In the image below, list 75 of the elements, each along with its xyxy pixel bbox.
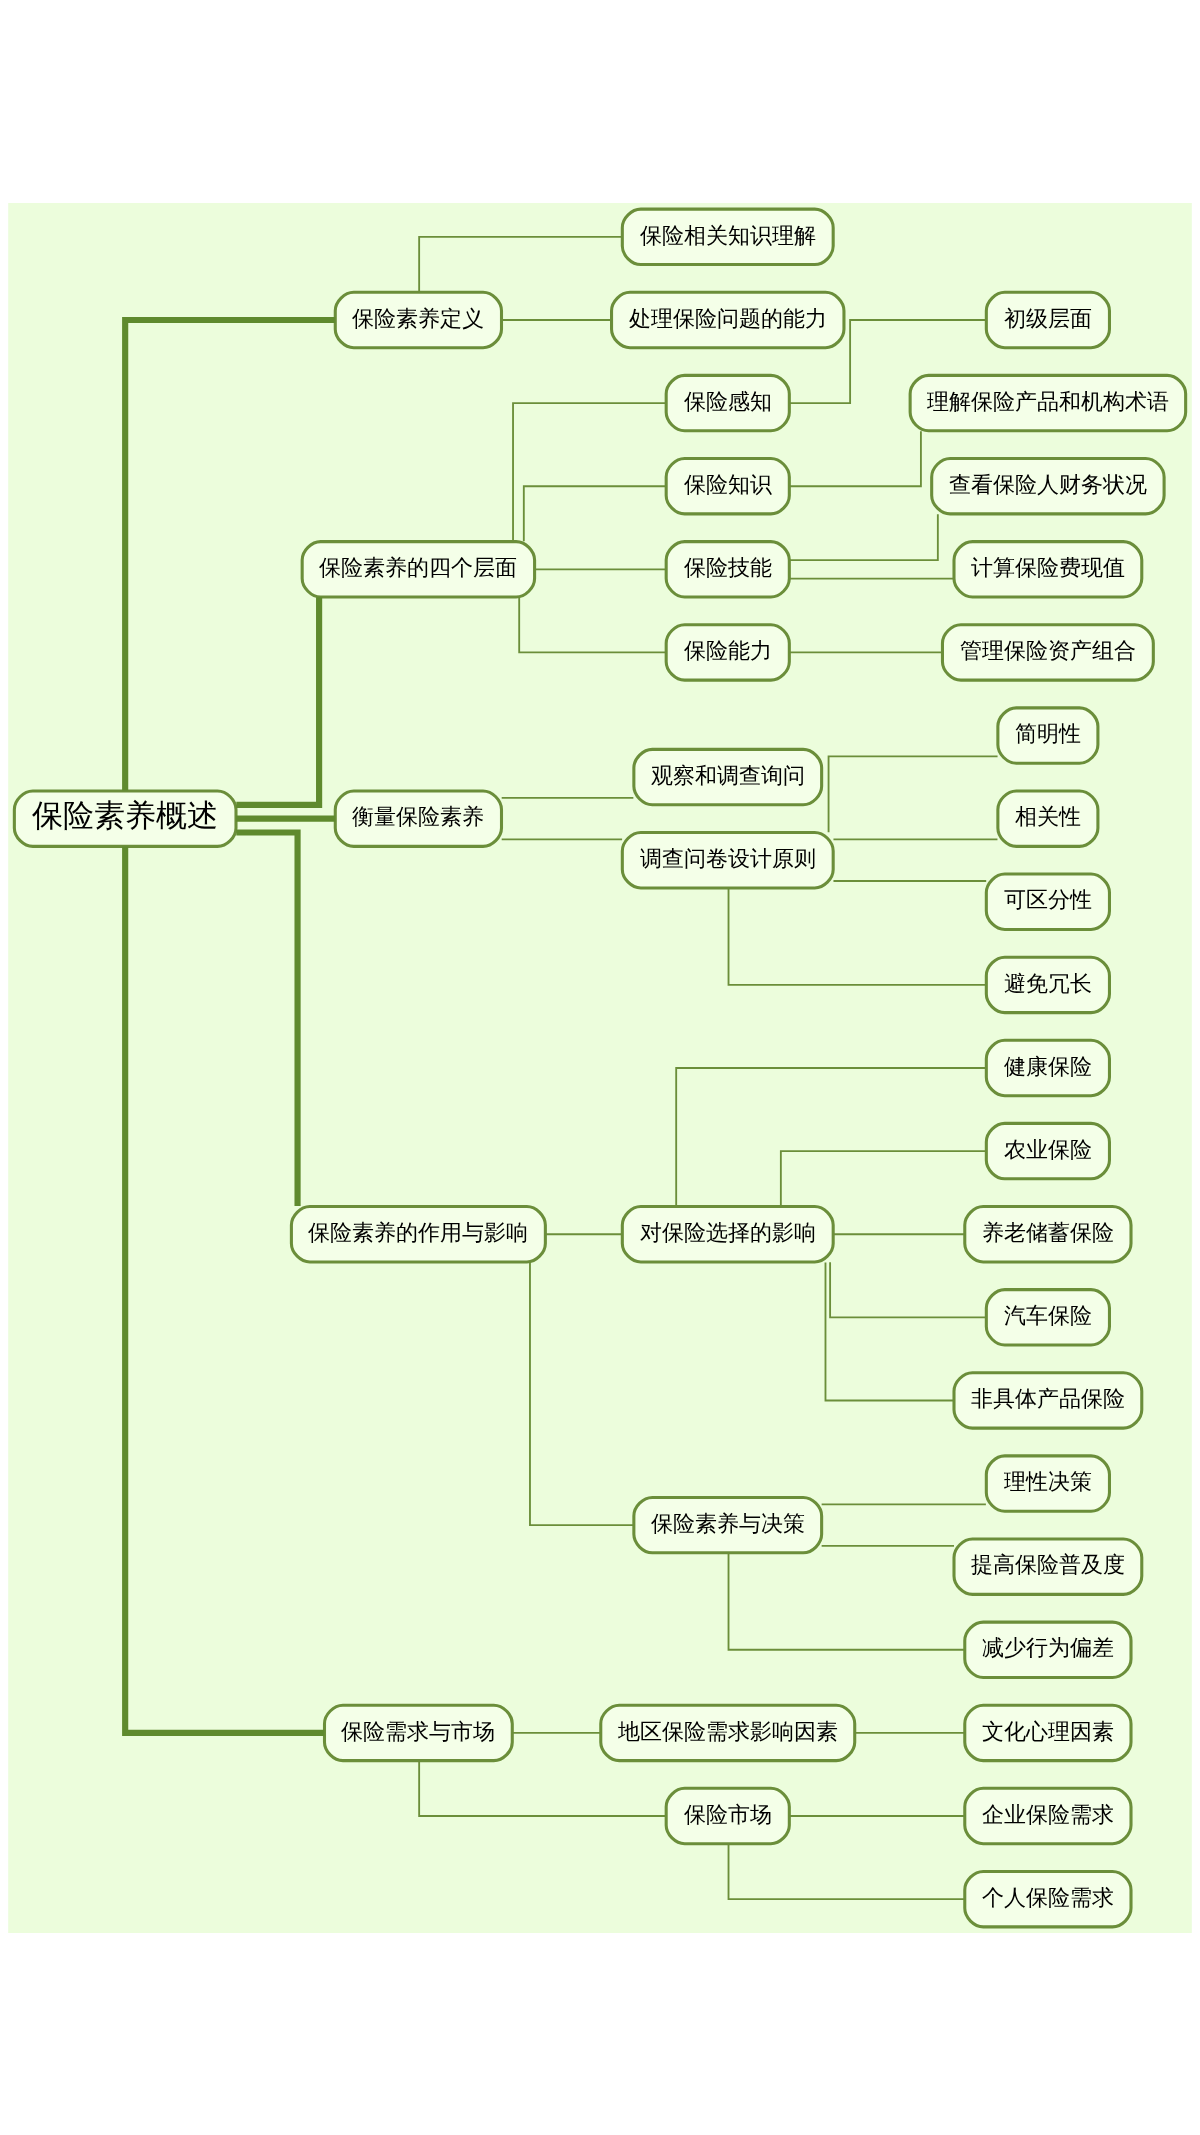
node-box: 理性决策 — [984, 1453, 1111, 1513]
node-box: 健康保险 — [984, 1038, 1111, 1097]
connector — [788, 577, 955, 579]
connector — [820, 1502, 987, 1505]
node-box: 保险能力 — [664, 622, 791, 682]
connector — [529, 1260, 635, 1526]
connector — [788, 429, 922, 487]
node-box: 保险相关知识理解 — [620, 207, 835, 266]
node-box: 文化心理因素 — [963, 1703, 1133, 1762]
connector — [512, 401, 667, 542]
connector — [820, 1544, 955, 1547]
node-box: 保险知识 — [664, 456, 791, 515]
node-box: 减少行为偏差 — [963, 1620, 1133, 1679]
connector — [788, 651, 944, 653]
connector — [788, 1814, 966, 1817]
node-box: 衡量保险素养 — [333, 788, 504, 848]
connector — [788, 512, 939, 561]
connector — [122, 846, 325, 1736]
connector — [788, 318, 987, 404]
node-box: 企业保险需求 — [963, 1786, 1133, 1845]
node-box: 调查问卷设计原则 — [620, 830, 835, 889]
node-box: 保险素养的作用与影响 — [289, 1204, 547, 1263]
connector — [236, 828, 301, 1206]
connector — [500, 796, 635, 799]
connector — [522, 484, 667, 542]
connector — [727, 1552, 966, 1651]
connector — [827, 754, 999, 833]
connector — [544, 1232, 624, 1235]
node-box: 对保险选择的影响 — [620, 1204, 835, 1263]
node-box: 管理保险资产组合 — [940, 622, 1155, 682]
node-box: 个人保险需求 — [963, 1869, 1133, 1928]
connector — [727, 887, 988, 986]
connector — [500, 838, 624, 840]
node-box: 保险技能 — [664, 539, 791, 599]
connector — [500, 318, 613, 321]
connector — [829, 1260, 987, 1318]
node-box: 保险素养定义 — [333, 290, 504, 349]
node-box: 计算保险费现值 — [952, 539, 1144, 599]
connector — [236, 815, 336, 822]
connector — [418, 235, 623, 293]
node-box: 相关性 — [996, 788, 1100, 848]
node-box: 观察和调查询问 — [632, 747, 824, 806]
connector — [675, 1066, 987, 1207]
connector — [824, 1261, 955, 1401]
node-box: 汽车保险 — [984, 1287, 1111, 1347]
node-box: 保险感知 — [664, 373, 791, 432]
node-box: 非具体产品保险 — [952, 1370, 1144, 1430]
connector — [122, 316, 336, 790]
node-box: 保险需求与市场 — [322, 1703, 514, 1762]
connector — [236, 596, 323, 808]
node-box: 理解保险产品和机构术语 — [908, 373, 1188, 432]
node-box: 地区保险需求影响因素 — [599, 1703, 857, 1762]
connector — [533, 567, 667, 570]
connector — [779, 1149, 987, 1207]
connector — [832, 838, 999, 840]
node-box: 保险素养的四个层面 — [300, 539, 537, 599]
connector — [832, 1232, 966, 1235]
node-box: 处理保险问题的能力 — [610, 290, 846, 349]
connector — [418, 1759, 667, 1817]
node-box: 初级层面 — [984, 290, 1111, 349]
connector — [518, 596, 667, 653]
node-box: 避免冗长 — [984, 955, 1111, 1014]
connector — [832, 879, 988, 882]
node-box: 保险素养概述 — [12, 788, 238, 848]
node-box: 保险市场 — [664, 1786, 791, 1845]
connector — [511, 1731, 602, 1734]
node-box: 简明性 — [996, 705, 1100, 765]
node-box: 提高保险普及度 — [952, 1536, 1144, 1596]
node-box: 保险素养与决策 — [632, 1495, 824, 1554]
connector — [853, 1731, 966, 1734]
node-box: 农业保险 — [984, 1121, 1111, 1180]
node-box: 养老储蓄保险 — [963, 1204, 1133, 1263]
node-box: 查看保险人财务状况 — [930, 456, 1166, 515]
connector — [727, 1842, 966, 1900]
node-box: 可区分性 — [984, 872, 1111, 931]
